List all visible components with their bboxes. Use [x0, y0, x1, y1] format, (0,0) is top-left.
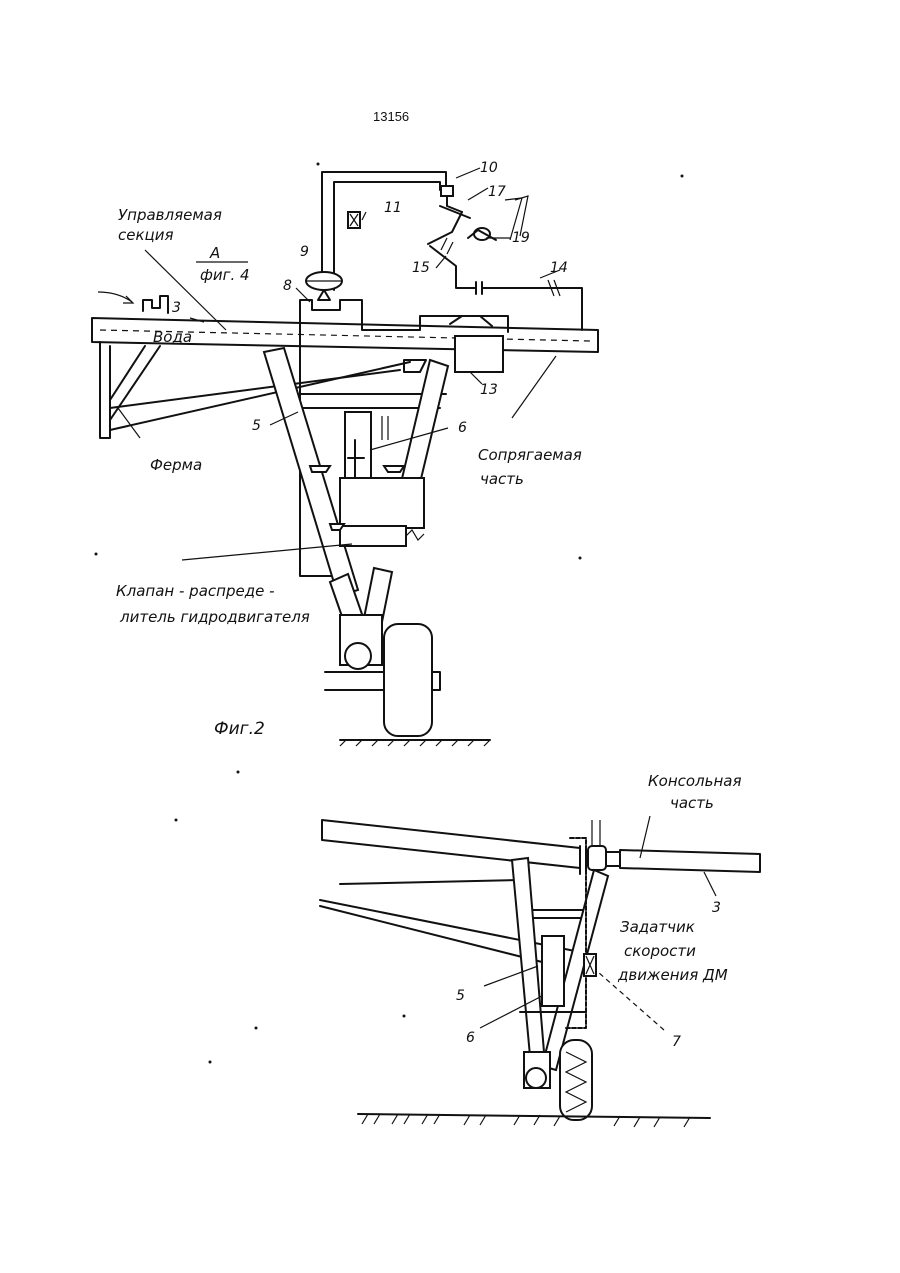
wheel	[384, 624, 432, 736]
num-5-fig3: 5	[456, 988, 465, 1004]
num-11: 11	[384, 200, 402, 216]
wheel-assembly	[325, 568, 490, 746]
num-13: 13	[480, 382, 498, 398]
block-8	[300, 300, 362, 318]
valve-distributor	[340, 526, 406, 546]
figure-3: Консольная часть Задатчик скорости движе…	[320, 772, 760, 1127]
label-truss: Ферма	[150, 456, 202, 474]
num-3: 3	[172, 300, 181, 316]
num-10: 10	[480, 160, 498, 176]
strut-5-fig3	[512, 858, 544, 1056]
label-speed-setter-3: движения ДМ	[617, 966, 728, 984]
main-pipe-fig3	[322, 820, 760, 874]
label-view-a-ref: фиг. 4	[200, 266, 250, 284]
label-console-part-2: часть	[670, 794, 714, 812]
label-mating-part-2: часть	[480, 470, 524, 488]
label-speed-setter-2: скорости	[624, 942, 696, 960]
label-mating-part: Сопрягаемая	[478, 446, 582, 464]
valve-9	[306, 272, 342, 300]
num-19: 19	[512, 230, 530, 246]
num-15: 15	[412, 260, 430, 276]
cylinder-6-fig3	[542, 936, 564, 1006]
label-valve-2: литель гидродвигателя	[119, 608, 310, 626]
figure-2: Управляемая секция А фиг. 4 Вода Ферма С…	[92, 160, 598, 746]
num-6: 6	[458, 420, 467, 436]
label-valve: Клапан - распреде -	[116, 582, 274, 600]
num-5: 5	[252, 418, 261, 434]
num-14: 14	[550, 260, 568, 276]
num-17: 17	[488, 184, 506, 200]
num-9: 9	[300, 244, 309, 260]
num-6-fig3: 6	[466, 1030, 475, 1046]
label-controlled-section-2: секция	[118, 226, 174, 244]
figure-2-caption: Фиг.2	[214, 719, 265, 739]
label-water: Вода	[153, 328, 192, 346]
num-3-fig3: 3	[712, 900, 721, 916]
wheel-fig3	[560, 1040, 592, 1120]
label-console-part: Консольная	[648, 772, 742, 790]
page-number: 13156	[373, 109, 409, 124]
control-mechanism	[428, 186, 582, 330]
num-8: 8	[283, 278, 292, 294]
sleeve-13	[455, 336, 503, 372]
num-7-fig3: 7	[672, 1034, 681, 1050]
label-controlled-section: Управляемая	[118, 206, 222, 224]
label-view-a: А	[209, 244, 220, 262]
label-speed-setter: Задатчик	[620, 918, 695, 936]
